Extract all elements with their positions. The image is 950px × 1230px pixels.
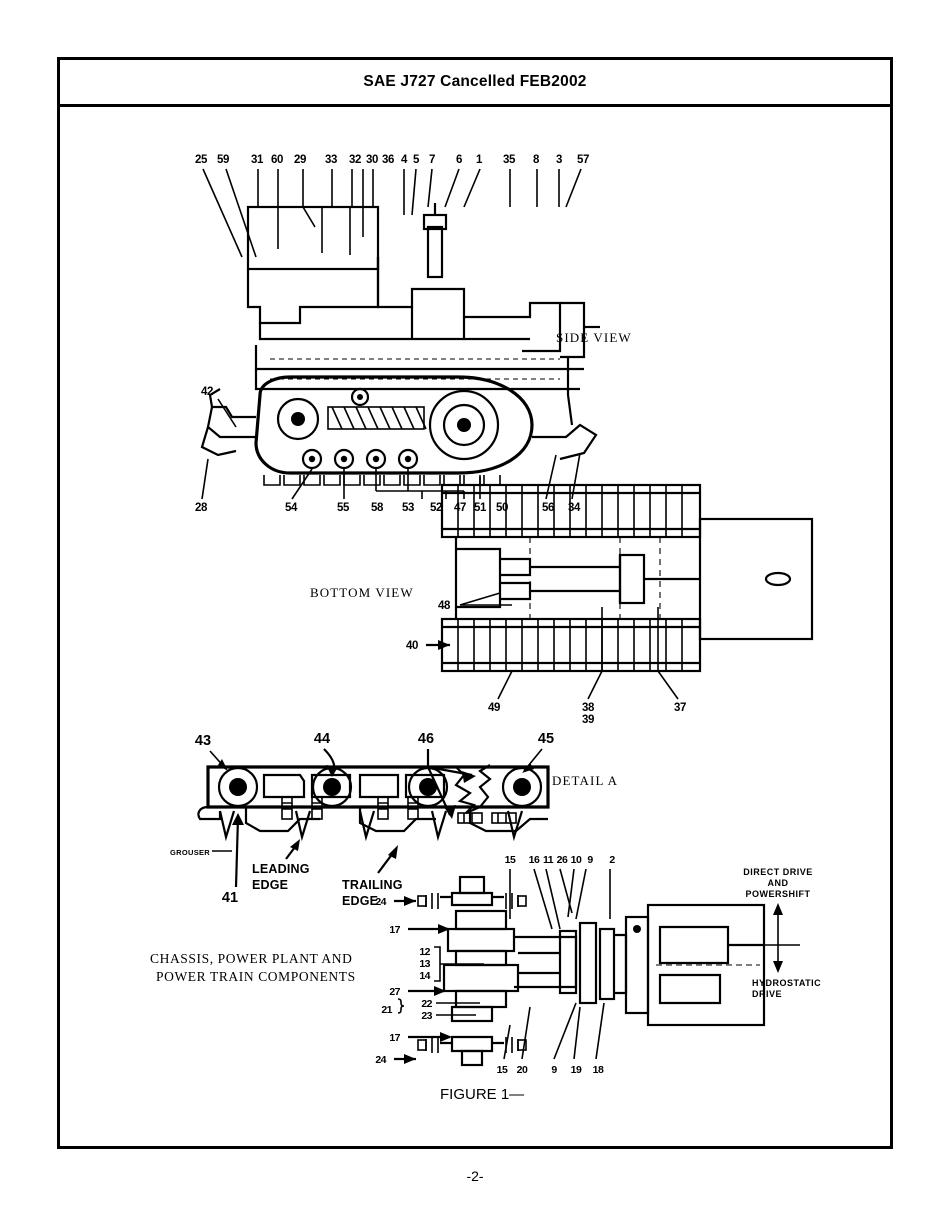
callout-number: 6 [456, 154, 462, 166]
callout-number: 20 [517, 1064, 528, 1076]
chassis-caption-line1: CHASSIS, POWER PLANT AND [150, 951, 352, 966]
callout-number: 7 [429, 154, 435, 166]
header-title: SAE J727 Cancelled FEB2002 [363, 73, 587, 90]
chassis-powertrain-group: 15 16 11 26 10 9 2 [150, 854, 821, 1076]
page-number: -2- [466, 1168, 484, 1184]
callout-number: 33 [325, 154, 337, 166]
callout-number: 40 [406, 640, 418, 652]
leading-edge-label-line2: EDGE [252, 878, 288, 892]
callout-number: 4 [401, 154, 408, 166]
callout-number: 28 [195, 502, 208, 514]
callout-number: 26 [557, 854, 568, 866]
callout-number: 60 [271, 154, 283, 166]
callout-number: 17 [389, 1032, 400, 1044]
callout-number: 1 [476, 154, 483, 166]
callout-number: 23 [421, 1010, 432, 1022]
figure-caption: FIGURE 1— [440, 1086, 524, 1103]
bottom-view-group: 48 40 49 38 39 37 [310, 483, 814, 726]
callout-number: 15 [505, 854, 516, 866]
hydrostatic-drive-label-line2: DRIVE [752, 989, 782, 999]
side-view-group: 25 59 31 60 29 33 32 30 36 4 5 7 6 1 35 … [195, 154, 632, 514]
callout-number: 58 [371, 502, 384, 514]
figure-1-illustration: 25 59 31 60 29 33 32 30 36 4 5 7 6 1 35 … [60, 107, 890, 1149]
callout-number: 54 [285, 502, 298, 514]
callout-number: 53 [402, 502, 414, 514]
callout-number: 8 [533, 154, 540, 166]
callout-number: 15 [497, 1064, 508, 1076]
callout-number: 35 [503, 154, 516, 166]
trailing-edge-label-line1: TRAILING [342, 878, 403, 892]
grouser-label: GROUSER [170, 848, 210, 857]
callout-number: 41 [222, 890, 238, 906]
leading-edge-label-line1: LEADING [252, 862, 310, 876]
callout-number: 36 [382, 154, 394, 166]
side-view-caption: SIDE VIEW [556, 330, 632, 345]
callout-number: 55 [337, 502, 350, 514]
callout-number: 56 [542, 502, 554, 514]
bottom-view-caption: BOTTOM VIEW [310, 585, 414, 600]
direct-drive-label-line2: AND [768, 878, 789, 888]
callout-number: 44 [314, 731, 330, 747]
detail-a-caption: DETAIL A [552, 773, 618, 788]
callout-number: 59 [217, 154, 229, 166]
callout-number: 43 [195, 733, 211, 749]
callout-number: 32 [349, 154, 361, 166]
callout-number: 52 [430, 502, 442, 514]
callout-number: 24 [375, 896, 386, 908]
callout-number: 13 [419, 958, 430, 970]
callout-number: 46 [418, 731, 434, 747]
callout-number: 34 [568, 502, 581, 514]
callout-number: 49 [488, 702, 500, 714]
callout-number: 10 [571, 854, 582, 866]
callout-number: 19 [571, 1064, 582, 1076]
callout-number: 39 [582, 714, 594, 726]
trailing-edge-label-line2: EDGE [342, 894, 378, 908]
callout-number: 12 [419, 946, 430, 958]
callout-number: 18 [593, 1064, 604, 1076]
callout-number: 51 [474, 502, 487, 514]
callout-number: 38 [582, 702, 595, 714]
callout-number: 9 [551, 1064, 557, 1076]
document-header: SAE J727 Cancelled FEB2002 [60, 60, 890, 107]
callout-number: 25 [195, 154, 208, 166]
direct-drive-label-line1: DIRECT DRIVE [743, 867, 813, 877]
callout-number: 11 [543, 854, 554, 866]
callout-number: 3 [556, 154, 562, 166]
callout-number: 45 [538, 731, 554, 747]
callout-number: 21 [381, 1004, 392, 1016]
callout-number: 48 [438, 600, 451, 612]
callout-number: 17 [389, 924, 400, 936]
callout-number: 22 [421, 998, 432, 1010]
callout-number: 42 [201, 386, 213, 398]
detail-a-group: 43 44 46 45 GROUSE [170, 731, 618, 908]
chassis-caption-line2: POWER TRAIN COMPONENTS [156, 969, 356, 984]
callout-number: 29 [294, 154, 306, 166]
callout-number: 27 [389, 986, 400, 998]
callout-number: 37 [674, 702, 686, 714]
direct-drive-label-line3: POWERSHIFT [746, 889, 811, 899]
callout-number: 47 [454, 502, 466, 514]
callout-number: 16 [529, 854, 540, 866]
callout-number: 30 [366, 154, 378, 166]
callout-number: 5 [413, 154, 420, 166]
callout-number: 9 [587, 854, 593, 866]
callout-number: 24 [375, 1054, 386, 1066]
document-frame: SAE J727 Cancelled FEB2002 [57, 57, 893, 1149]
callout-number: 2 [609, 854, 615, 866]
callout-number: 14 [419, 970, 430, 982]
callout-number: 57 [577, 154, 589, 166]
hydrostatic-drive-label-line1: HYDROSTATIC [752, 978, 821, 988]
callout-number: 31 [251, 154, 264, 166]
